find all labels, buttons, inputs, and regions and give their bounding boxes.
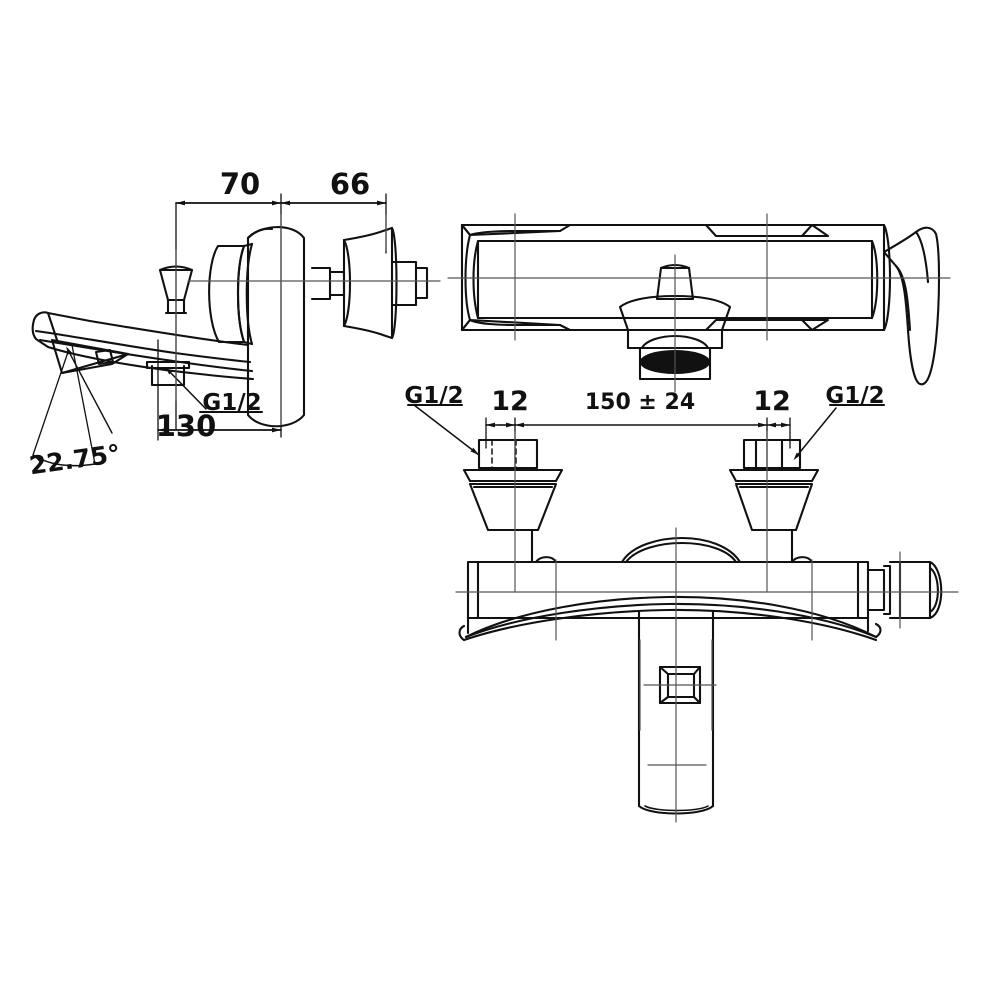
- callout-g12-inlet-right-label: G1/2: [825, 383, 884, 409]
- dim-66-label: 66: [330, 167, 370, 201]
- side-view-spout: [31, 311, 255, 381]
- dim-130-line: [157, 339, 282, 441]
- front-bottom-right-cap: [866, 560, 943, 620]
- dim-150-label: 150 ± 24: [585, 390, 695, 415]
- callout-g12-side-label: G1/2: [202, 390, 261, 416]
- dim-angle-label: 22.75°: [27, 439, 122, 480]
- side-view-vertical-centerlines: [175, 214, 387, 426]
- callout-g12-side-leader: [165, 367, 263, 413]
- front-view-top-group: [447, 213, 951, 393]
- side-view-right-handle: [310, 226, 429, 340]
- front-bottom-spout-shell: [458, 595, 882, 642]
- dim-12-left-label: 12: [491, 386, 529, 417]
- callout-g12-inlet-right-leader: [793, 404, 885, 461]
- front-bottom-inlet-left: [462, 438, 564, 564]
- side-view-body: [208, 226, 306, 428]
- front-bottom-inlet-right: [728, 438, 820, 564]
- front-bottom-body: [466, 536, 870, 620]
- dim-12-right-label: 12: [753, 386, 791, 417]
- front-top-lever-handle: [882, 226, 941, 386]
- front-top-body-tube: [460, 223, 892, 332]
- front-bottom-centerlines: [455, 431, 959, 823]
- callout-g12-inlet-left-leader: [407, 404, 480, 456]
- front-view-bottom-group: [407, 404, 959, 823]
- dim-130-label: 130: [156, 409, 217, 443]
- dim-70-label: 70: [220, 167, 260, 201]
- side-view-outlet-nipple: [145, 360, 191, 387]
- dim-130-leader: [66, 346, 113, 434]
- front-top-centerlines: [447, 213, 951, 393]
- callout-g12-inlet-left-label: G1/2: [404, 383, 463, 409]
- side-view-group: [31, 193, 441, 467]
